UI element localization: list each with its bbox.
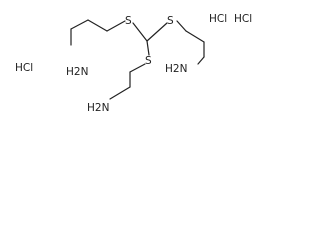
bond [129,63,146,73]
hcl-label: HCl [15,62,33,74]
bond [132,22,148,42]
hcl-label: HCl [209,13,227,25]
structure-diagram: S S S H2N H2N H2N HCl HCl HCl [15,13,252,114]
sulfur-label: S [167,15,174,27]
bond [197,56,205,65]
bond-lines [70,19,205,100]
bond [106,20,126,32]
amine-label: H2N [165,63,187,75]
bond [146,40,150,56]
amine-label: H2N [66,66,88,78]
sulfur-label: S [125,15,132,27]
bond [70,19,89,30]
bond [87,19,108,32]
hcl-label: HCl [234,13,252,25]
sulfur-label: S [145,55,152,67]
counterion-labels: HCl HCl HCl [15,13,252,74]
atom-labels: S S S H2N H2N H2N [66,15,187,114]
bond [176,20,187,32]
amine-label: H2N [87,102,109,114]
bond [146,22,168,42]
bond [109,86,131,100]
bond [185,30,205,43]
